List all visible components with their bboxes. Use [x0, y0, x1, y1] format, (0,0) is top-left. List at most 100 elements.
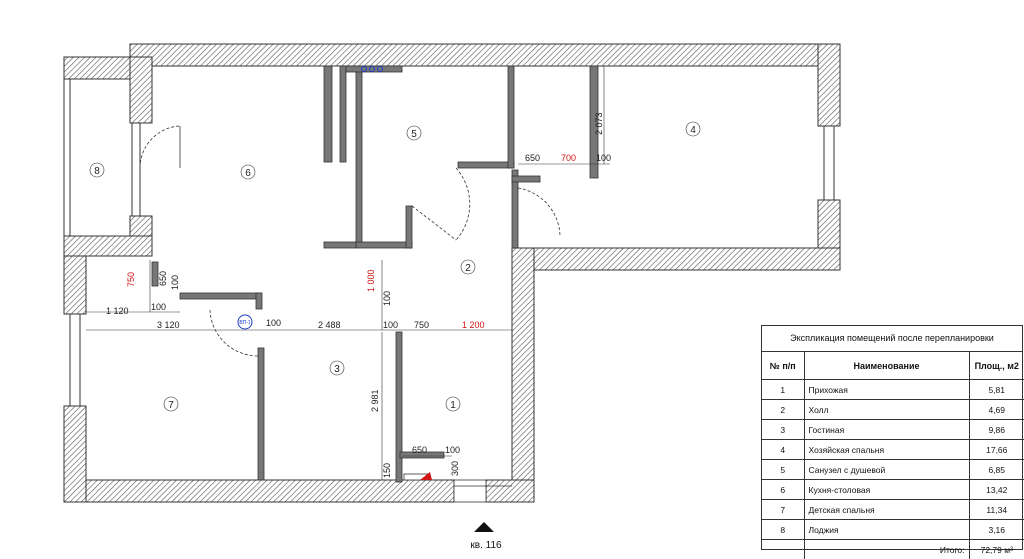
svg-text:4: 4 [690, 125, 696, 136]
row-name: Гостиная [804, 420, 969, 440]
row-area: 3,16 [969, 520, 1024, 540]
dim-100-left: 100 [170, 275, 180, 290]
wall-bath-door-jamb [406, 206, 412, 248]
room-7-label: 7 [164, 397, 178, 411]
row-name: Лоджия [804, 520, 969, 540]
window-loggia [64, 79, 70, 236]
wall-bath-right-top [458, 162, 514, 168]
wall-bath-left [356, 66, 362, 246]
room-schedule-total-row: Итого: 72,79 м² [762, 540, 1024, 559]
wall-bath-bottom [356, 242, 412, 248]
wall-left-upper [130, 57, 152, 123]
wall-room7-top [180, 293, 260, 299]
room-1-label: 1 [446, 397, 460, 411]
dim-3120: 3 120 [157, 320, 180, 330]
header-name: Наименование [804, 352, 969, 380]
dim-650-left: 650 [158, 271, 168, 286]
svg-text:8: 8 [94, 166, 100, 177]
row-num: 2 [762, 400, 804, 420]
wall-left-bottom [64, 406, 86, 502]
row-num: 6 [762, 480, 804, 500]
dim-750-left: 750 [126, 272, 136, 287]
dim-750-c: 750 [414, 320, 429, 330]
dim-650-top: 650 [525, 153, 540, 163]
row-num: 3 [762, 420, 804, 440]
dim-1000: 1 000 [366, 269, 376, 292]
wall-kitchen-bottom [324, 242, 356, 248]
room-schedule-table: Экспликация помещений после перепланиров… [761, 325, 1023, 550]
wall-bedroom4-stub [512, 176, 540, 182]
dim-2073: 2 073 [594, 112, 604, 135]
vent-mark-vp1-label: ВП-1 [239, 320, 251, 326]
door-arc-bath [412, 168, 470, 240]
wall-corridor-right [512, 248, 534, 498]
header-num: № п/п [762, 352, 804, 380]
door-arc-bedroom4 [518, 188, 560, 236]
dim-1200: 1 200 [462, 320, 485, 330]
row-name: Санузел с душевой [804, 460, 969, 480]
row-name: Прихожая [804, 380, 969, 400]
row-area: 13,42 [969, 480, 1024, 500]
row-area: 17,66 [969, 440, 1024, 460]
wall-bottom-main [64, 480, 454, 502]
svg-text:3: 3 [334, 364, 340, 375]
room-3-label: 3 [330, 361, 344, 375]
row-num: 4 [762, 440, 804, 460]
dim-650-bot: 650 [412, 445, 427, 455]
row-name: Хозяйская спальня [804, 440, 969, 460]
row-name: Холл [804, 400, 969, 420]
row-area: 6,85 [969, 460, 1024, 480]
doors [140, 126, 560, 502]
entry-door-frame [454, 480, 486, 502]
dim-1120: 1 120 [106, 306, 129, 316]
wall-bath-right [508, 66, 514, 168]
room-2-label: 2 [461, 260, 475, 274]
dim-100-b: 100 [266, 318, 281, 328]
row-num: 1 [762, 380, 804, 400]
svg-text:5: 5 [411, 129, 417, 140]
row-num: 7 [762, 500, 804, 520]
door-arc-room7 [210, 310, 258, 356]
dim-100-v: 100 [382, 291, 392, 306]
row-name: Кухня-столовая [804, 480, 969, 500]
svg-text:1: 1 [450, 400, 456, 411]
wall-right-upper [818, 44, 840, 126]
wall-shaft-b [340, 66, 346, 162]
dim-2488: 2 488 [318, 320, 341, 330]
room-8-label: 8 [90, 163, 104, 177]
row-num: 8 [762, 520, 804, 540]
room-schedule-header-row: № п/п Наименование Площ., м2 [762, 352, 1024, 380]
dim-700: 700 [561, 153, 576, 163]
fixtures: ВП-1 кв. 116 [238, 67, 502, 552]
total-label: Итого: [804, 540, 969, 559]
wall-room7-right [258, 348, 264, 480]
door-arc-kitchen-loggia [140, 126, 180, 168]
room-schedule-title: Экспликация помещений после перепланиров… [762, 326, 1022, 352]
window-room-7 [70, 314, 80, 406]
dim-100-c: 100 [383, 320, 398, 330]
row-area: 11,34 [969, 500, 1024, 520]
wall-top-main [130, 44, 840, 66]
room-5-label: 5 [407, 126, 421, 140]
dim-2981: 2 981 [370, 389, 380, 412]
dim-100-bot: 100 [445, 445, 460, 455]
row-area: 4,69 [969, 400, 1024, 420]
room-4-label: 4 [686, 122, 700, 136]
dim-150: 150 [382, 463, 392, 478]
wall-bottom-right [512, 248, 840, 270]
room-6-label: 6 [241, 165, 255, 179]
dim-100-top: 100 [596, 153, 611, 163]
exterior-walls [64, 44, 840, 502]
window-bedroom-4 [824, 126, 834, 200]
svg-text:7: 7 [168, 400, 174, 411]
row-name: Детская спальня [804, 500, 969, 520]
row-area: 5,81 [969, 380, 1024, 400]
